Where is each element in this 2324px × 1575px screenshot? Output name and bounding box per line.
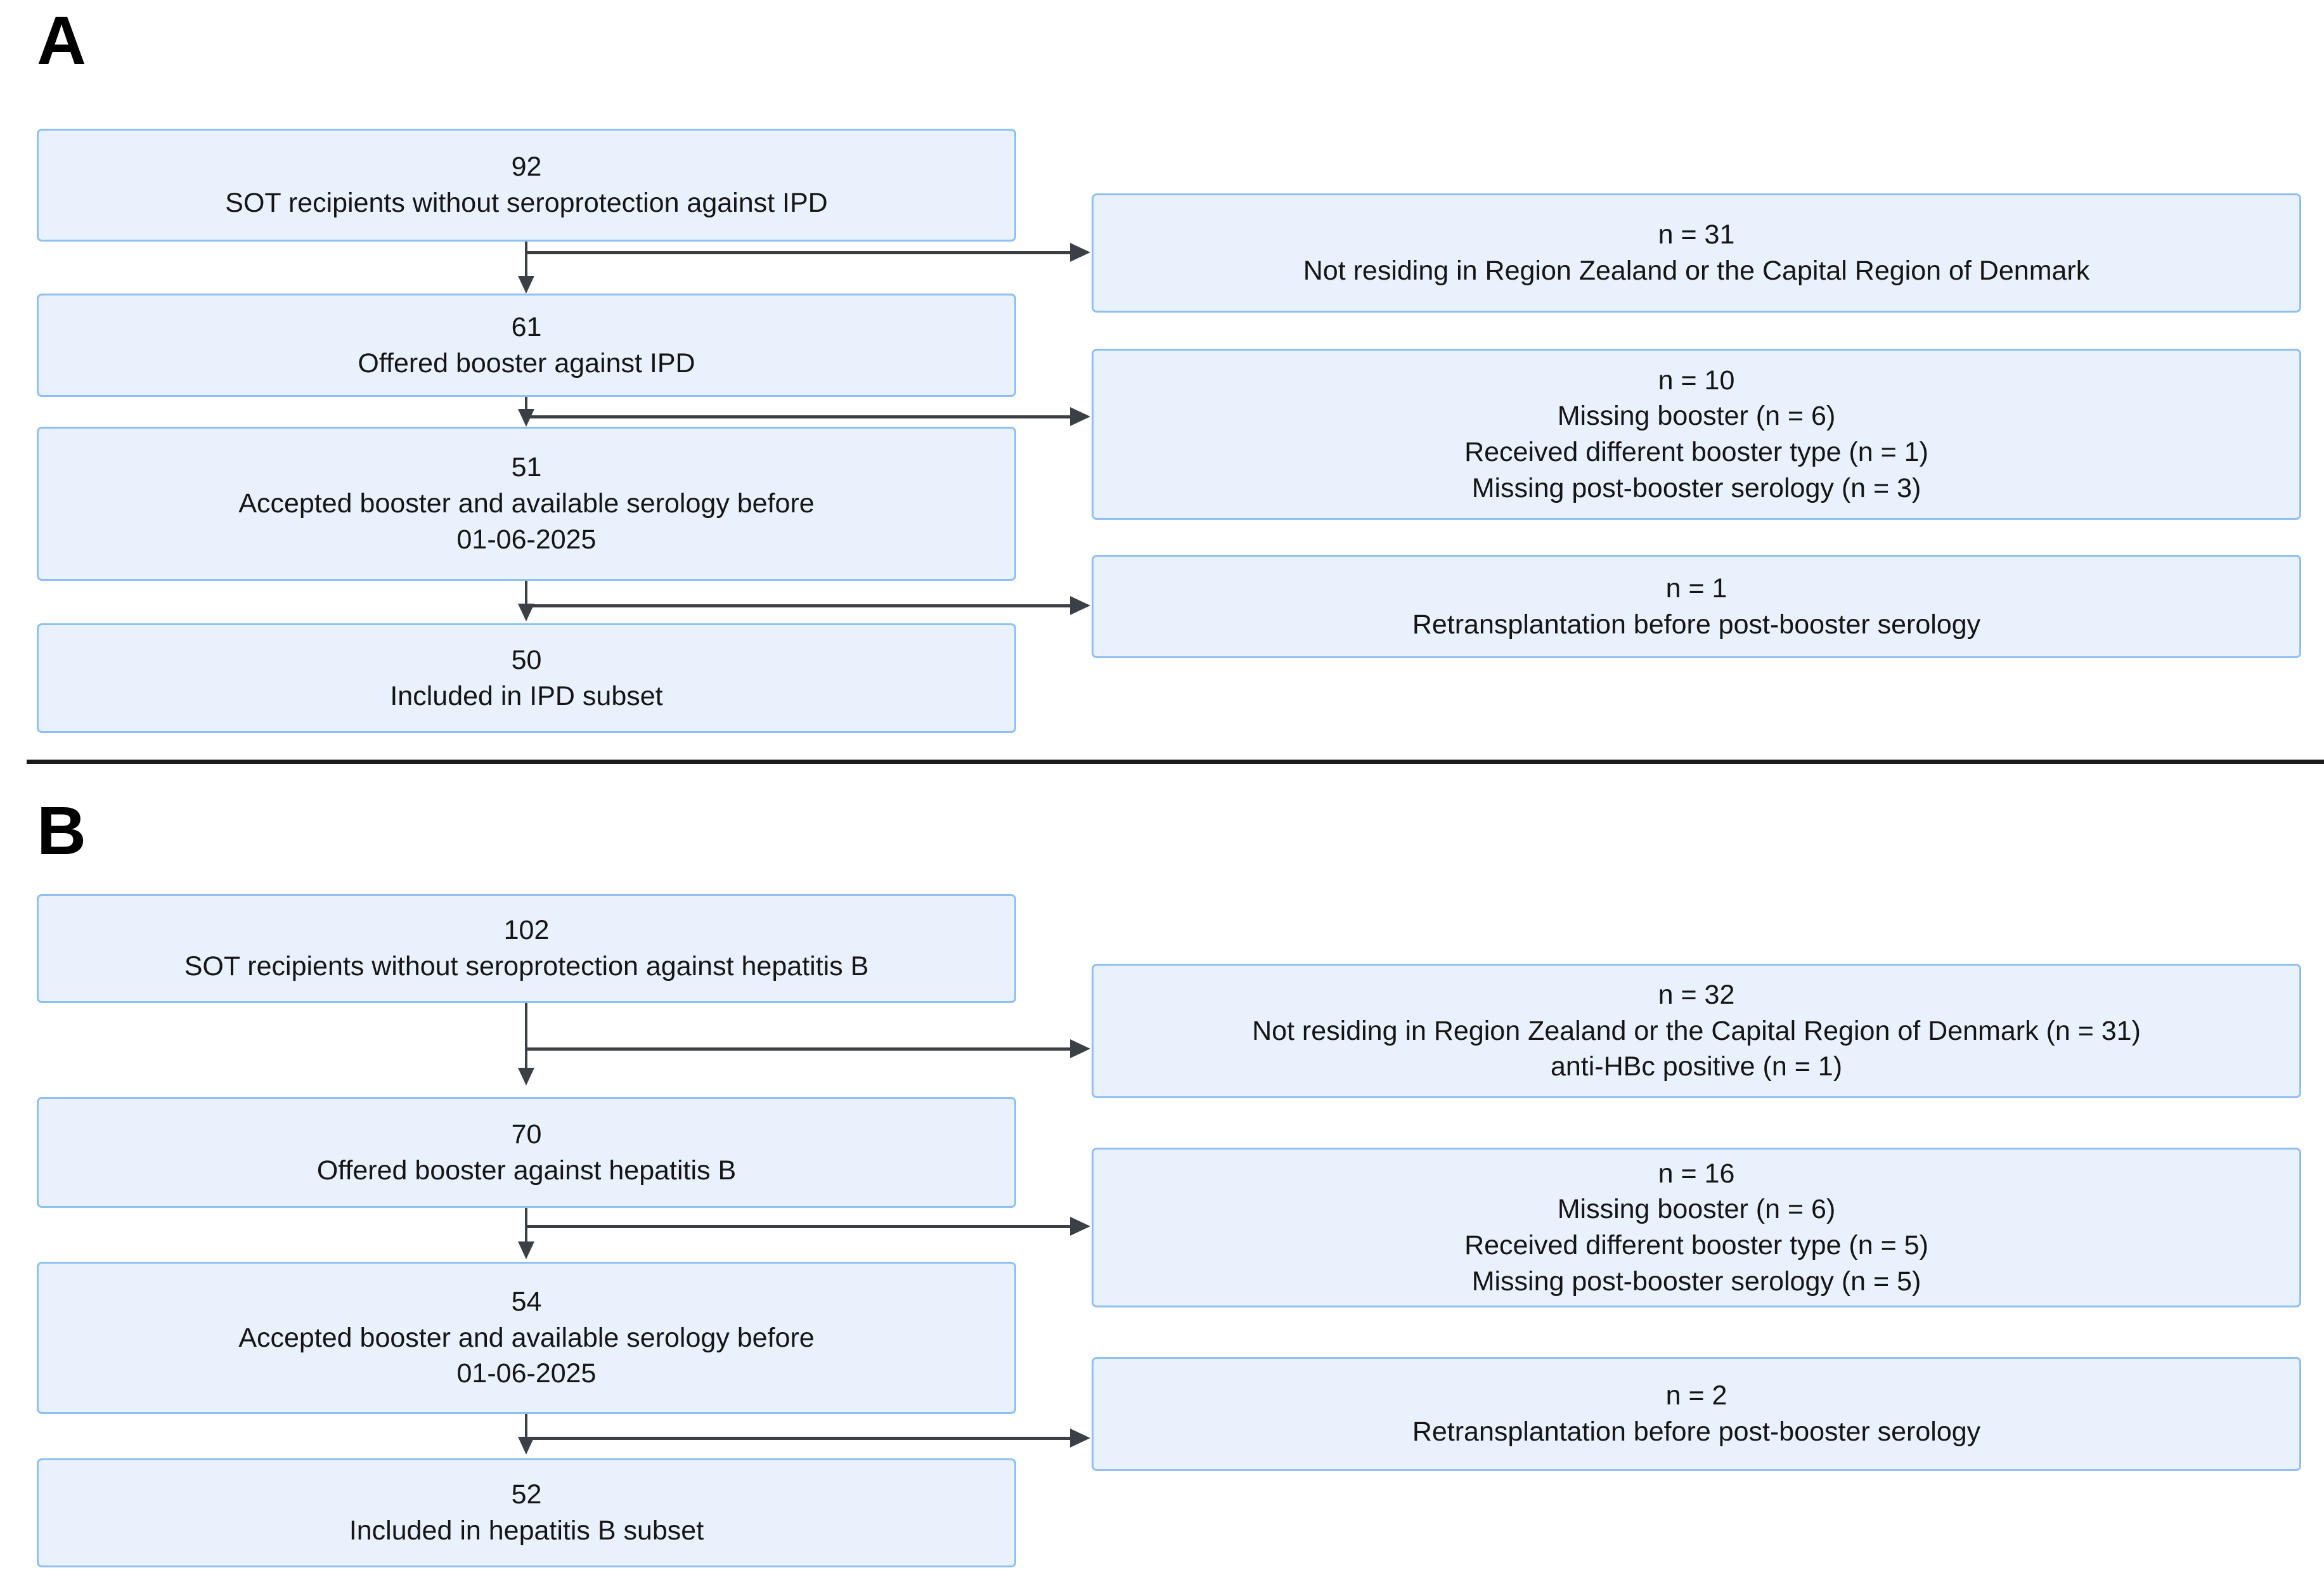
panel-a-exclusion-node-2: n = 10 Missing booster (n = 6) Received … xyxy=(1092,349,2301,520)
exclusion-reason: Retransplantation before post-booster se… xyxy=(1412,609,1981,640)
node-label: SOT recipients without seroprotection ag… xyxy=(184,951,869,982)
exclusion-count: n = 1 xyxy=(1665,573,1727,604)
exclusion-reason: anti-HBc positive (n = 1) xyxy=(1550,1051,1843,1082)
exclusion-count: n = 2 xyxy=(1665,1380,1727,1411)
panel-a-letter: A xyxy=(37,2,86,79)
panel-b-branch-3-arrow xyxy=(1070,1429,1090,1448)
panel-b-connector-2-arrow xyxy=(518,1241,534,1259)
panel-a-connector-2-vertical xyxy=(525,397,527,413)
node-count: 51 xyxy=(511,452,542,483)
node-label: Included in hepatitis B subset xyxy=(349,1515,704,1546)
exclusion-reason: Missing booster (n = 6) xyxy=(1557,1194,1836,1225)
panel-a-connector-3-vertical xyxy=(525,581,527,607)
panel-a-exclusion-node-3: n = 1 Retransplantation before post-boos… xyxy=(1092,555,2301,658)
panel-b-exclusion-node-3: n = 2 Retransplantation before post-boos… xyxy=(1092,1357,2301,1471)
panel-b-connector-1-vertical xyxy=(525,1003,527,1073)
node-label-line2: 01-06-2025 xyxy=(456,524,597,555)
panel-a-branch-2-arrow xyxy=(1070,407,1090,426)
node-label: Included in IPD subset xyxy=(390,680,663,711)
exclusion-count: n = 32 xyxy=(1658,979,1735,1010)
panel-a-branch-1-arrow xyxy=(1070,243,1090,262)
panel-divider xyxy=(27,760,2324,764)
exclusion-reason: Missing booster (n = 6) xyxy=(1557,401,1836,432)
exclusion-reason: Not residing in Region Zealand or the Ca… xyxy=(1252,1015,2141,1046)
panel-b-letter: B xyxy=(37,792,86,869)
exclusion-reason: Received different booster type (n = 1) xyxy=(1464,437,1928,467)
panel-b-exclusion-node-2: n = 16 Missing booster (n = 6) Received … xyxy=(1092,1148,2301,1307)
panel-b-branch-3-horizontal xyxy=(526,1437,1071,1440)
exclusion-reason: Missing post-booster serology (n = 5) xyxy=(1471,1266,1921,1297)
node-count: 102 xyxy=(503,915,550,946)
panel-a-connector-1-vertical xyxy=(525,242,527,278)
panel-b-branch-2-horizontal xyxy=(526,1225,1071,1228)
node-label: Accepted booster and available serology … xyxy=(238,1322,815,1353)
exclusion-reason: Missing post-booster serology (n = 3) xyxy=(1471,472,1921,503)
panel-a-flow-node-4: 50 Included in IPD subset xyxy=(37,623,1016,733)
node-count: 54 xyxy=(511,1286,542,1317)
panel-a-flow-node-3: 51 Accepted booster and available serolo… xyxy=(37,427,1016,581)
node-count: 70 xyxy=(511,1118,542,1150)
panel-b-branch-1-arrow xyxy=(1070,1039,1090,1058)
panel-b-branch-1-horizontal xyxy=(526,1047,1071,1051)
panel-b-exclusion-node-1: n = 32 Not residing in Region Zealand or… xyxy=(1092,964,2301,1098)
exclusion-reason: Not residing in Region Zealand or the Ca… xyxy=(1303,256,2090,286)
node-count: 92 xyxy=(511,152,542,183)
panel-b-flow-node-1: 102 SOT recipients without seroprotectio… xyxy=(37,894,1016,1003)
panel-a-flow-node-2: 61 Offered booster against IPD xyxy=(37,294,1016,397)
node-count: 52 xyxy=(511,1479,542,1510)
panel-a-exclusion-node-1: n = 31 Not residing in Region Zealand or… xyxy=(1092,193,2301,313)
panel-a-branch-3-arrow xyxy=(1070,596,1090,615)
node-label: Accepted booster and available serology … xyxy=(238,488,815,519)
exclusion-reason: Received different booster type (n = 5) xyxy=(1464,1230,1928,1261)
panel-a-branch-2-horizontal xyxy=(526,415,1071,418)
panel-a-branch-1-horizontal xyxy=(526,251,1071,254)
panel-a-flow-node-1: 92 SOT recipients without seroprotection… xyxy=(37,129,1016,242)
exclusion-reason: Retransplantation before post-booster se… xyxy=(1412,1416,1981,1447)
node-count: 50 xyxy=(511,644,542,675)
panel-b-flow-node-4: 52 Included in hepatitis B subset xyxy=(37,1458,1016,1567)
exclusion-count: n = 10 xyxy=(1658,365,1735,396)
panel-b-connector-3-vertical xyxy=(525,1414,527,1441)
panel-a-connector-1-arrow xyxy=(518,276,534,294)
exclusion-count: n = 16 xyxy=(1658,1158,1735,1189)
node-label: SOT recipients without seroprotection ag… xyxy=(225,188,828,218)
panel-a-branch-3-horizontal xyxy=(526,604,1071,607)
panel-b-connector-1-arrow xyxy=(518,1068,534,1086)
panel-b-flow-node-2: 70 Offered booster against hepatitis B xyxy=(37,1097,1016,1208)
node-label: Offered booster against IPD xyxy=(358,347,695,379)
exclusion-count: n = 31 xyxy=(1658,219,1735,250)
node-label-line2: 01-06-2025 xyxy=(456,1358,597,1389)
node-count: 61 xyxy=(511,311,542,342)
node-label: Offered booster against hepatitis B xyxy=(316,1155,737,1186)
panel-b-branch-2-arrow xyxy=(1070,1217,1090,1236)
panel-b-flow-node-3: 54 Accepted booster and available serolo… xyxy=(37,1262,1016,1414)
